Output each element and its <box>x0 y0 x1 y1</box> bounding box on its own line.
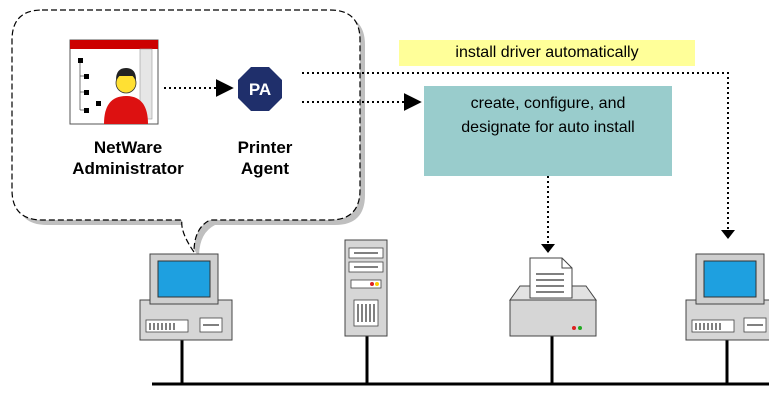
callout-bubble <box>11 9 365 257</box>
install-driver-arrowhead <box>721 230 735 239</box>
install-driver-line <box>302 72 729 230</box>
netware-administrator-label: NetWare Administrator <box>60 137 196 179</box>
printer-agent-icon: PA <box>238 67 282 111</box>
printer-icon <box>509 257 597 337</box>
agent-label-line-2: Agent <box>240 159 290 178</box>
admin-label-line-2: Administrator <box>72 159 184 178</box>
create-configure-note-bg <box>424 86 672 176</box>
install-driver-note: install driver automatically <box>455 44 639 61</box>
agent-label-line-1: Printer <box>237 138 293 157</box>
printer-agent-label: Printer Agent <box>220 137 310 179</box>
note-to-printer-arrowhead <box>541 244 555 253</box>
create-configure-note: create, configure, and designate for aut… <box>461 95 635 136</box>
workstation-icon <box>139 253 233 341</box>
server-icon <box>344 239 388 337</box>
connectors <box>164 72 735 253</box>
network-bus <box>152 336 769 386</box>
install-driver-note-bg <box>399 40 695 66</box>
netware-administrator-icon <box>69 39 159 125</box>
admin-label-line-1: NetWare <box>93 138 163 157</box>
agent-badge-text: PA <box>249 80 271 99</box>
workstation-icon <box>685 253 769 341</box>
